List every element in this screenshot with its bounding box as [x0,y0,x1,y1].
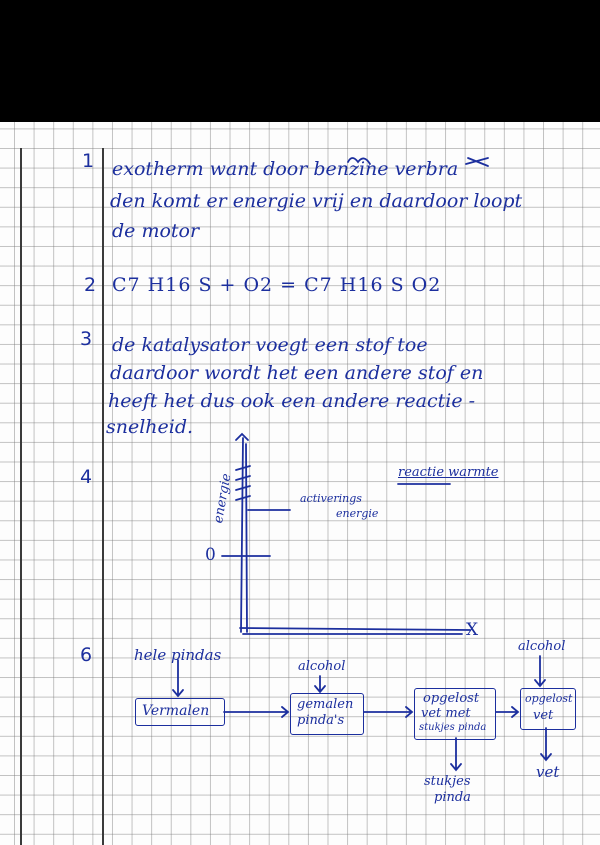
question-number-2: 2 [84,274,97,296]
answer-3-line-4: snelheid. [106,416,194,438]
process-box-opgelost-vet: opgelost vet [520,688,576,730]
process-box-gemalen: gemalen pinda's [290,693,364,735]
box-gemalen-line-2: pinda's [297,713,345,728]
box-opgelost1-line-1: opgelost [423,691,480,706]
question-number-1: 1 [82,150,95,172]
process-box-vermalen: Vermalen [135,698,225,726]
grid-paper [0,122,600,845]
input-label-hele-pindas: hele pindas [134,646,222,664]
answer-3-line-1: de katalysator voegt een stof toe [112,334,428,356]
zero-label: 0 [205,545,216,565]
answer-3-line-3: heeft het dus ook een andere reactie - [108,390,476,412]
output-stukjes-line-2: pinda [434,790,471,805]
box-vermalen-text: Vermalen [142,703,210,719]
alcohol-label-1: alcohol [298,659,346,674]
answer-3-line-2: daardoor wordt het een andere stof en [110,362,484,384]
process-box-opgelost-vet-met-stukjes: opgelost vet met stukjes pinda [414,688,496,740]
question-number-3: 3 [80,328,93,350]
answer-1-line-2: den komt er energie vrij en daardoor loo… [110,190,523,212]
reaction-heat-label: reactie warmte [398,465,499,480]
answer-1-line-3: de motor [112,220,200,242]
box-opgelost1-line-2: vet met [421,706,471,721]
box-opgelost2-line-1: opgelost [525,692,573,705]
x-mark: X [466,620,479,640]
output-stukjes-line-1: stukjes [424,774,471,789]
question-number-6: 6 [80,644,93,666]
scan-black-band [0,0,600,122]
left-margin-line [20,148,22,845]
box-opgelost1-line-3: stukjes pinda [419,722,487,733]
alcohol-label-2: alcohol [518,639,566,654]
activation-energy-label-1: activerings [300,492,362,505]
activation-energy-label-2: energie [336,507,379,520]
answer-2-equation: C7 H16 S + O2 = C7 H16 S O2 [112,274,442,296]
output-vet: vet [536,763,560,781]
question-number-4: 4 [80,466,93,488]
answer-1-line-1: exotherm want door benzine verbra [112,158,459,180]
number-column-line [102,148,104,845]
box-opgelost2-line-2: vet [533,708,554,723]
box-gemalen-line-1: gemalen [297,697,354,712]
